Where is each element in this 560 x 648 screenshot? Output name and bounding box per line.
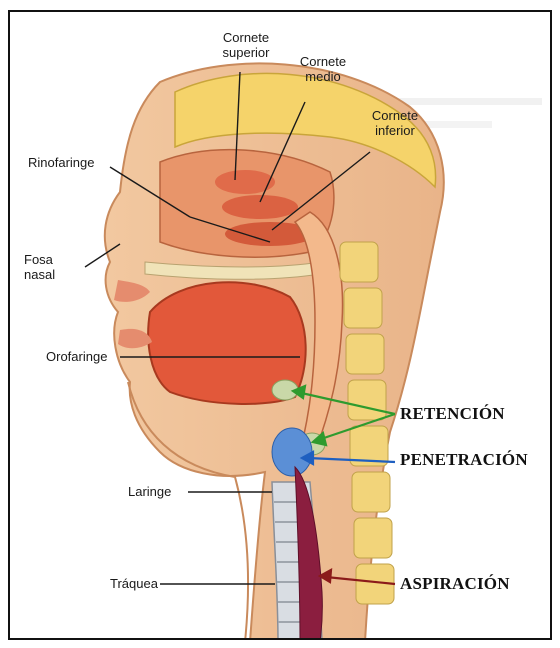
penetration-blob [272,428,312,476]
label-traquea: Tráquea [110,576,158,591]
diagram-frame: Cornete superior Cornete medio Cornete i… [8,10,552,640]
label-penetracion: PENETRACIÓN [400,450,528,470]
label-orofaringe: Orofaringe [46,349,107,364]
label-retencion: RETENCIÓN [400,404,505,424]
label-laringe: Laringe [128,484,171,499]
turbinate-superior [215,170,275,194]
label-cornete-superior: Cornete superior [206,30,286,60]
turbinate-middle [222,195,298,219]
anatomy-illustration [10,12,552,640]
label-rinofaringe: Rinofaringe [28,155,95,170]
label-cornete-inferior: Cornete inferior [360,108,430,138]
label-cornete-medio: Cornete medio [293,54,353,84]
label-fosa-nasal: Fosa nasal [24,252,68,282]
label-aspiracion: ASPIRACIÓN [400,574,510,594]
